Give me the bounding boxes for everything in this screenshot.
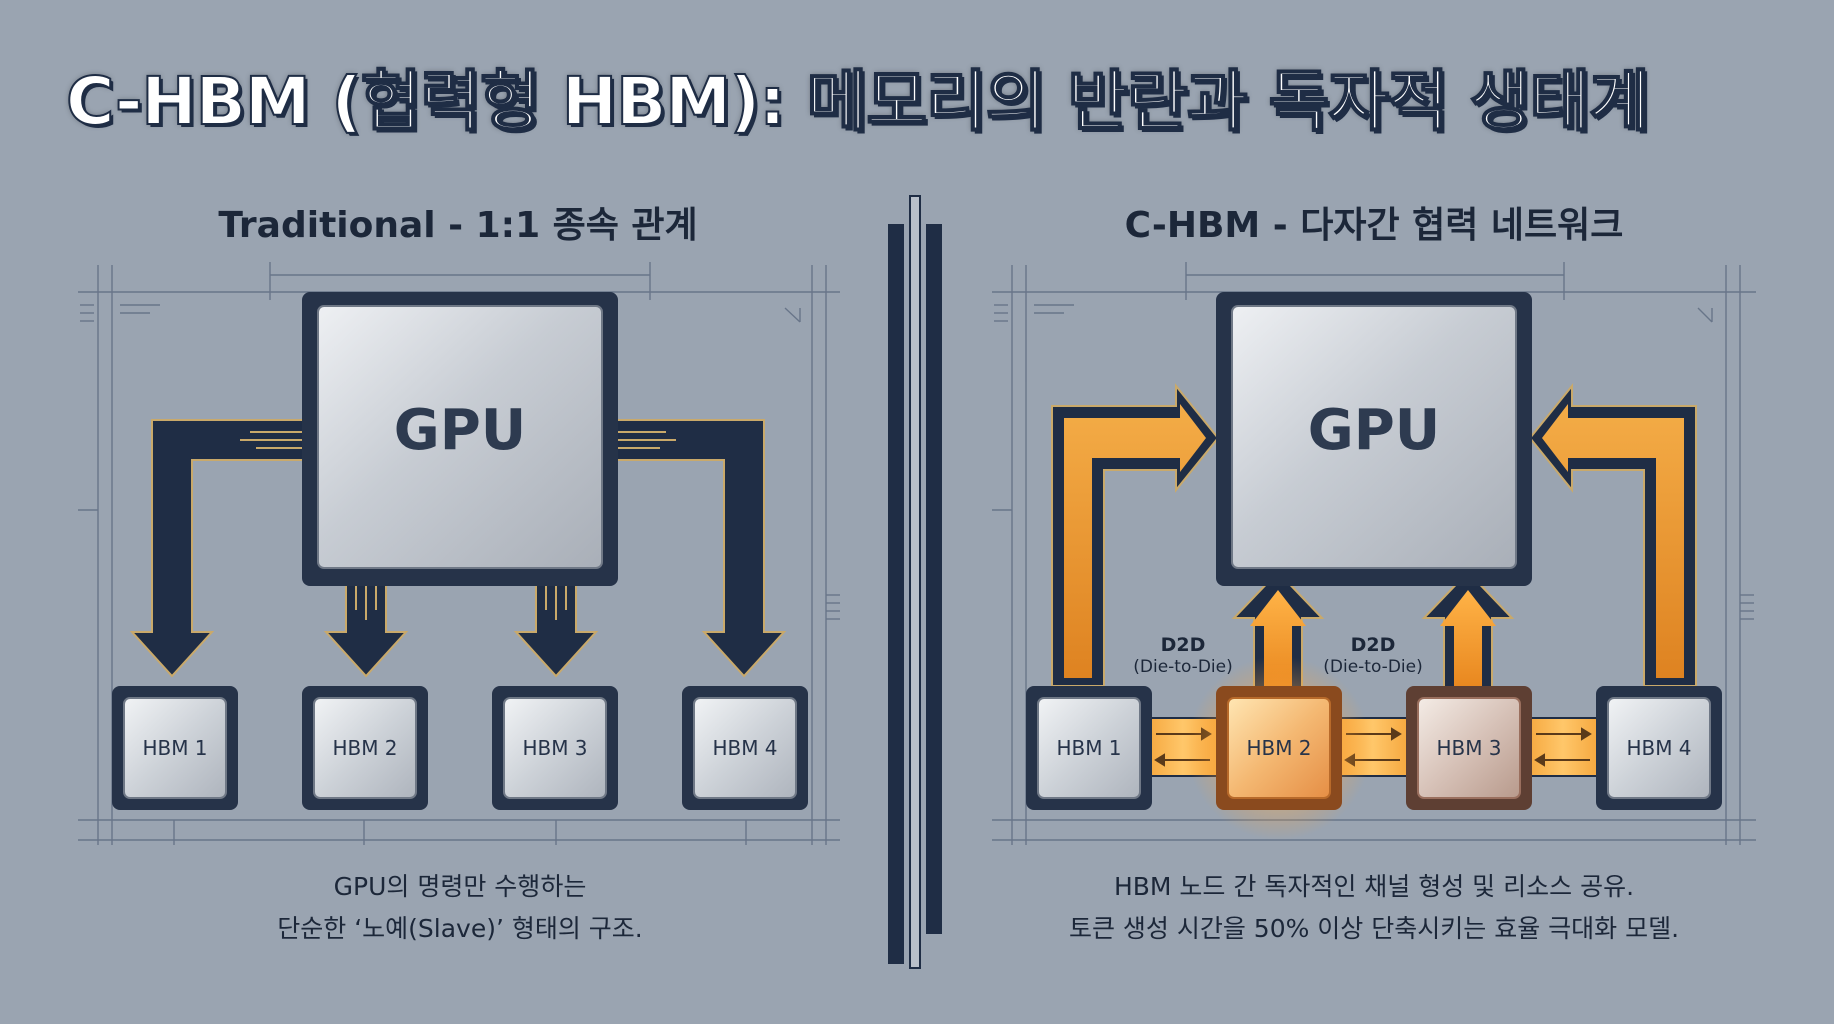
left-hbm-1-chip bbox=[112, 686, 238, 810]
right-caption: HBM 노드 간 독자적인 채널 형성 및 리소스 공유. 토큰 생성 시간을 … bbox=[994, 866, 1754, 950]
right-hbm-4-chip bbox=[1596, 686, 1722, 810]
left-caption: GPU의 명령만 수행하는 단순한 ‘노예(Slave)’ 형태의 구조. bbox=[80, 866, 840, 950]
d2d-label-2-title: D2D bbox=[1350, 634, 1396, 656]
right-hbm-2-label: HBM 2 bbox=[1246, 736, 1312, 760]
right-outer-arrows bbox=[1051, 383, 1697, 687]
right-hbm-3-label: HBM 3 bbox=[1436, 736, 1502, 760]
left-gpu-label: GPU bbox=[393, 398, 527, 463]
left-outer-arrows bbox=[129, 419, 787, 678]
d2d-label-1: D2D (Die-to-Die) bbox=[1108, 634, 1258, 678]
left-hbm-2-chip bbox=[302, 686, 428, 810]
d2d-label-1-sub: (Die-to-Die) bbox=[1133, 657, 1233, 677]
right-gpu-chip bbox=[1216, 292, 1532, 586]
left-hbm-4-label: HBM 4 bbox=[712, 736, 778, 760]
left-hbm-3-label: HBM 3 bbox=[522, 736, 588, 760]
left-blueprint-lines bbox=[78, 262, 840, 845]
right-hbm-1-label: HBM 1 bbox=[1056, 736, 1122, 760]
center-divider bbox=[888, 195, 942, 969]
left-hbm-2-label: HBM 2 bbox=[332, 736, 398, 760]
d2d-label-1-title: D2D bbox=[1160, 634, 1206, 656]
left-panel-heading: Traditional - 1:1 종속 관계 bbox=[218, 205, 698, 246]
right-hbm-1-chip bbox=[1026, 686, 1152, 810]
right-hbm-2-chip bbox=[1187, 656, 1371, 840]
left-gpu-chip bbox=[302, 292, 618, 586]
left-inner-arrows bbox=[323, 573, 599, 678]
right-hbm-4-label: HBM 4 bbox=[1626, 736, 1692, 760]
d2d-label-2-sub: (Die-to-Die) bbox=[1323, 657, 1423, 677]
left-hbm-chips bbox=[112, 686, 808, 810]
right-caption-line-1: HBM 노드 간 독자적인 채널 형성 및 리소스 공유. bbox=[1113, 872, 1635, 901]
main-title: C-HBM (협력형 HBM): 메모리의 반란과 독자적 생태계 bbox=[65, 62, 1651, 141]
right-hbm-chips bbox=[1026, 656, 1722, 840]
right-hbm-3-chip bbox=[1406, 686, 1532, 810]
left-hbm-3-chip bbox=[492, 686, 618, 810]
right-caption-line-2: 토큰 생성 시간을 50% 이상 단축시키는 효율 극대화 모델. bbox=[1068, 914, 1680, 943]
right-panel-heading: C-HBM - 다자간 협력 네트워크 bbox=[1124, 205, 1624, 246]
left-caption-line-1: GPU의 명령만 수행하는 bbox=[333, 872, 587, 901]
left-caption-line-2: 단순한 ‘노예(Slave)’ 형태의 구조. bbox=[277, 914, 643, 943]
d2d-label-2: D2D (Die-to-Die) bbox=[1298, 634, 1448, 678]
left-hbm-4-chip bbox=[682, 686, 808, 810]
right-gpu-label: GPU bbox=[1307, 398, 1441, 463]
left-hbm-1-label: HBM 1 bbox=[142, 736, 208, 760]
